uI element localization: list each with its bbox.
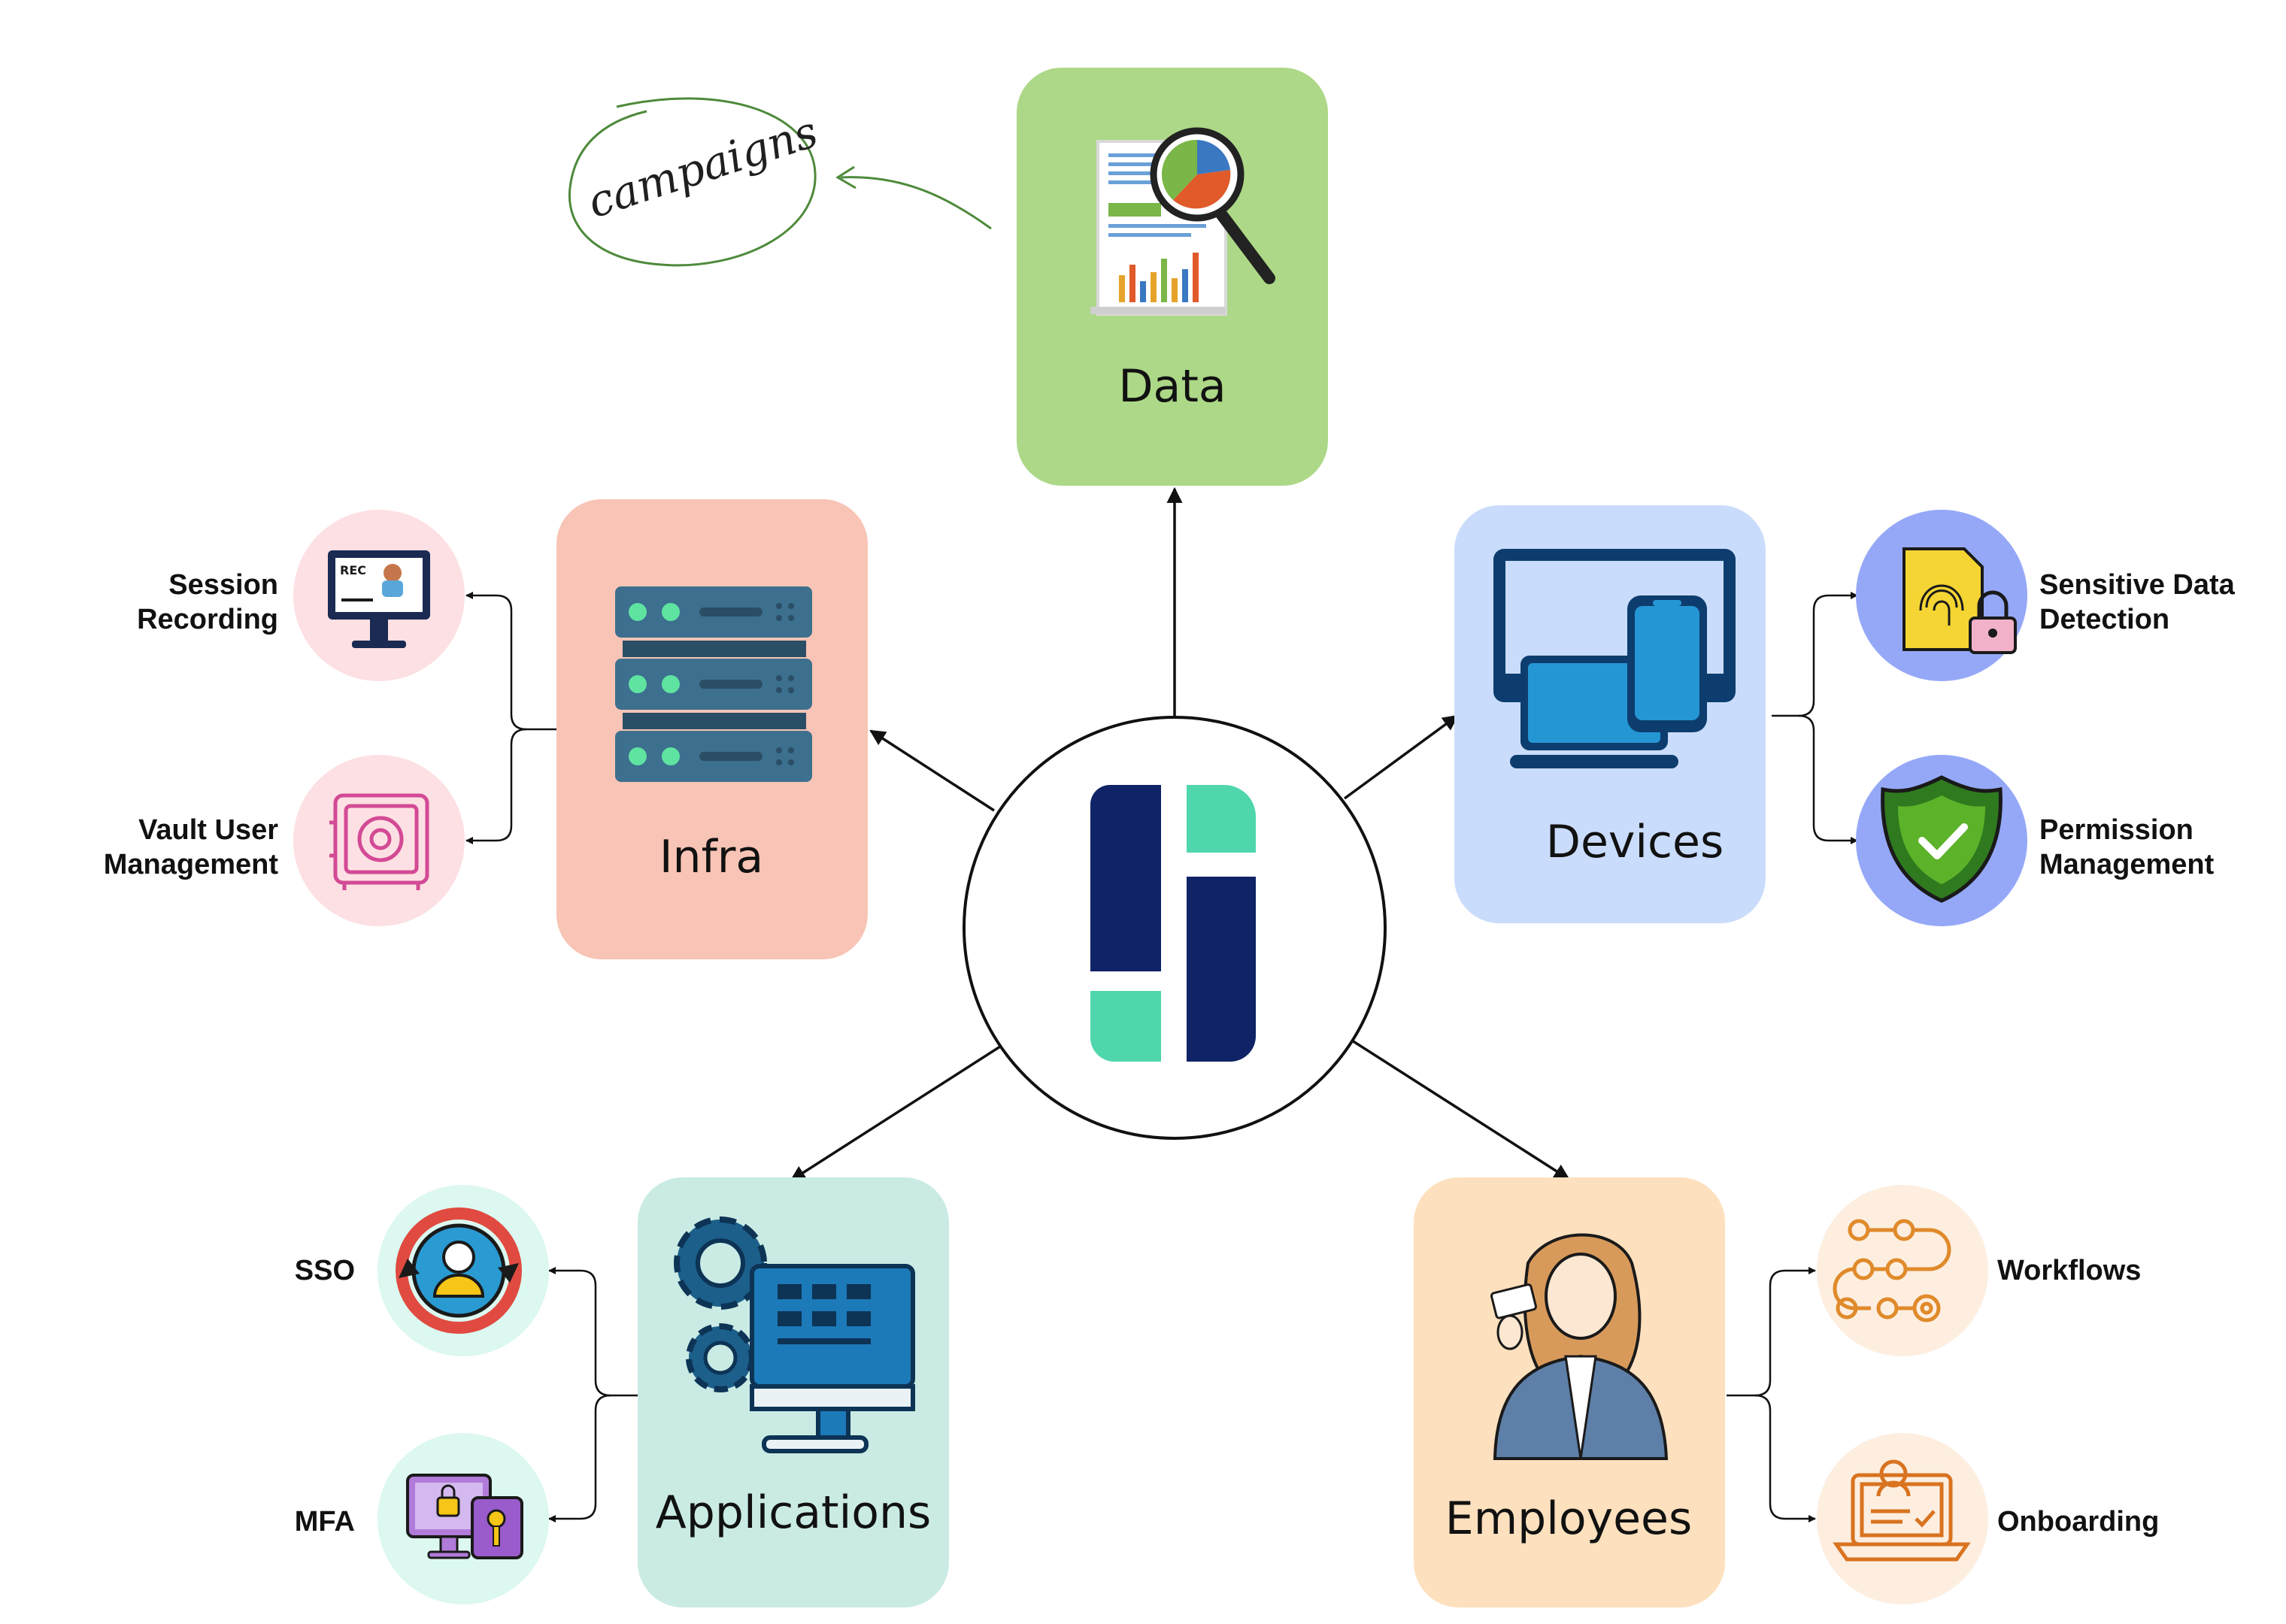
devices-icon <box>1493 549 1736 768</box>
sensitive-data-detection-label-2: Detection <box>2039 604 2169 635</box>
session-recording-label-1: Session <box>168 569 278 601</box>
bracket-employees-2 <box>1754 1394 1816 1522</box>
leaf-workflows[interactable] <box>1817 1185 1988 1356</box>
node-applications-label: Applications <box>656 1486 932 1539</box>
workflow-path-icon <box>1833 1219 1951 1323</box>
arrow-to-devices <box>1343 714 1459 800</box>
fingerprint-lock-icon <box>1902 547 2017 654</box>
onboarding-label: Onboarding <box>1997 1506 2159 1538</box>
node-employees-label: Employees <box>1445 1492 1692 1545</box>
vault-user-management-label-1: Vault User <box>138 814 278 846</box>
vault-safe-icon <box>329 793 429 890</box>
annotation-ellipse <box>568 97 817 267</box>
center-hub <box>963 716 1387 1140</box>
node-data[interactable]: Data <box>1017 68 1328 486</box>
bracket-infra-2 <box>465 728 527 844</box>
company-logo-icon <box>1090 785 1256 1062</box>
bracket-infra <box>465 592 556 731</box>
node-employees[interactable]: Employees <box>1414 1177 1725 1607</box>
arrow-to-infra <box>869 729 995 812</box>
laptop-person-icon <box>1833 1459 1971 1562</box>
user-sync-icon <box>396 1207 522 1334</box>
leaf-connectors <box>465 592 1858 1522</box>
svg-text:REC: REC <box>340 563 366 577</box>
shield-check-icon <box>1881 775 2003 903</box>
leaf-vault-user-management[interactable] <box>293 755 465 926</box>
arrow-to-applications <box>790 1045 1001 1182</box>
node-devices-label: Devices <box>1546 816 1724 868</box>
leaf-mfa[interactable] <box>377 1433 549 1604</box>
rec-monitor-icon: REC <box>328 550 430 648</box>
campaigns-annotation: campaigns <box>568 97 992 267</box>
node-infra[interactable]: Infra <box>556 499 868 959</box>
leaf-session-recording[interactable]: REC <box>293 510 465 681</box>
leaf-onboarding[interactable] <box>1817 1433 1988 1604</box>
node-data-label: Data <box>1118 360 1226 413</box>
leaf-permission-management[interactable] <box>1856 755 2027 926</box>
center-connectors <box>790 486 1570 1182</box>
node-applications[interactable]: Applications <box>638 1177 949 1607</box>
mfa-label: MFA <box>295 1506 355 1538</box>
workflows-label: Workflows <box>1997 1255 2141 1286</box>
bracket-devices <box>1772 592 1858 717</box>
bracket-applications-2 <box>548 1394 611 1522</box>
node-devices[interactable]: Devices <box>1454 505 1766 923</box>
bracket-employees <box>1727 1267 1816 1397</box>
annotation-arrow <box>840 176 992 230</box>
permission-management-label-2: Management <box>2039 849 2215 880</box>
sso-label: SSO <box>295 1255 355 1286</box>
report-magnifier-icon <box>1090 127 1275 316</box>
gear-monitor-icon <box>674 1216 915 1453</box>
sensitive-data-detection-label-1: Sensitive Data <box>2039 569 2236 601</box>
permission-management-label-1: Permission <box>2039 814 2194 846</box>
vault-user-management-label-2: Management <box>104 849 279 880</box>
session-recording-label-2: Recording <box>137 604 278 635</box>
employee-badge-icon <box>1490 1233 1669 1460</box>
bracket-devices-2 <box>1798 714 1858 844</box>
leaf-sensitive-data-detection[interactable] <box>1856 510 2027 681</box>
server-stack-icon <box>615 586 812 782</box>
leaf-sso[interactable] <box>377 1185 549 1356</box>
arrow-to-employees <box>1351 1039 1570 1180</box>
bracket-applications <box>548 1267 638 1397</box>
lock-key-screens-icon <box>406 1474 523 1559</box>
node-infra-label: Infra <box>659 831 763 883</box>
campaigns-text: campaigns <box>581 106 823 228</box>
